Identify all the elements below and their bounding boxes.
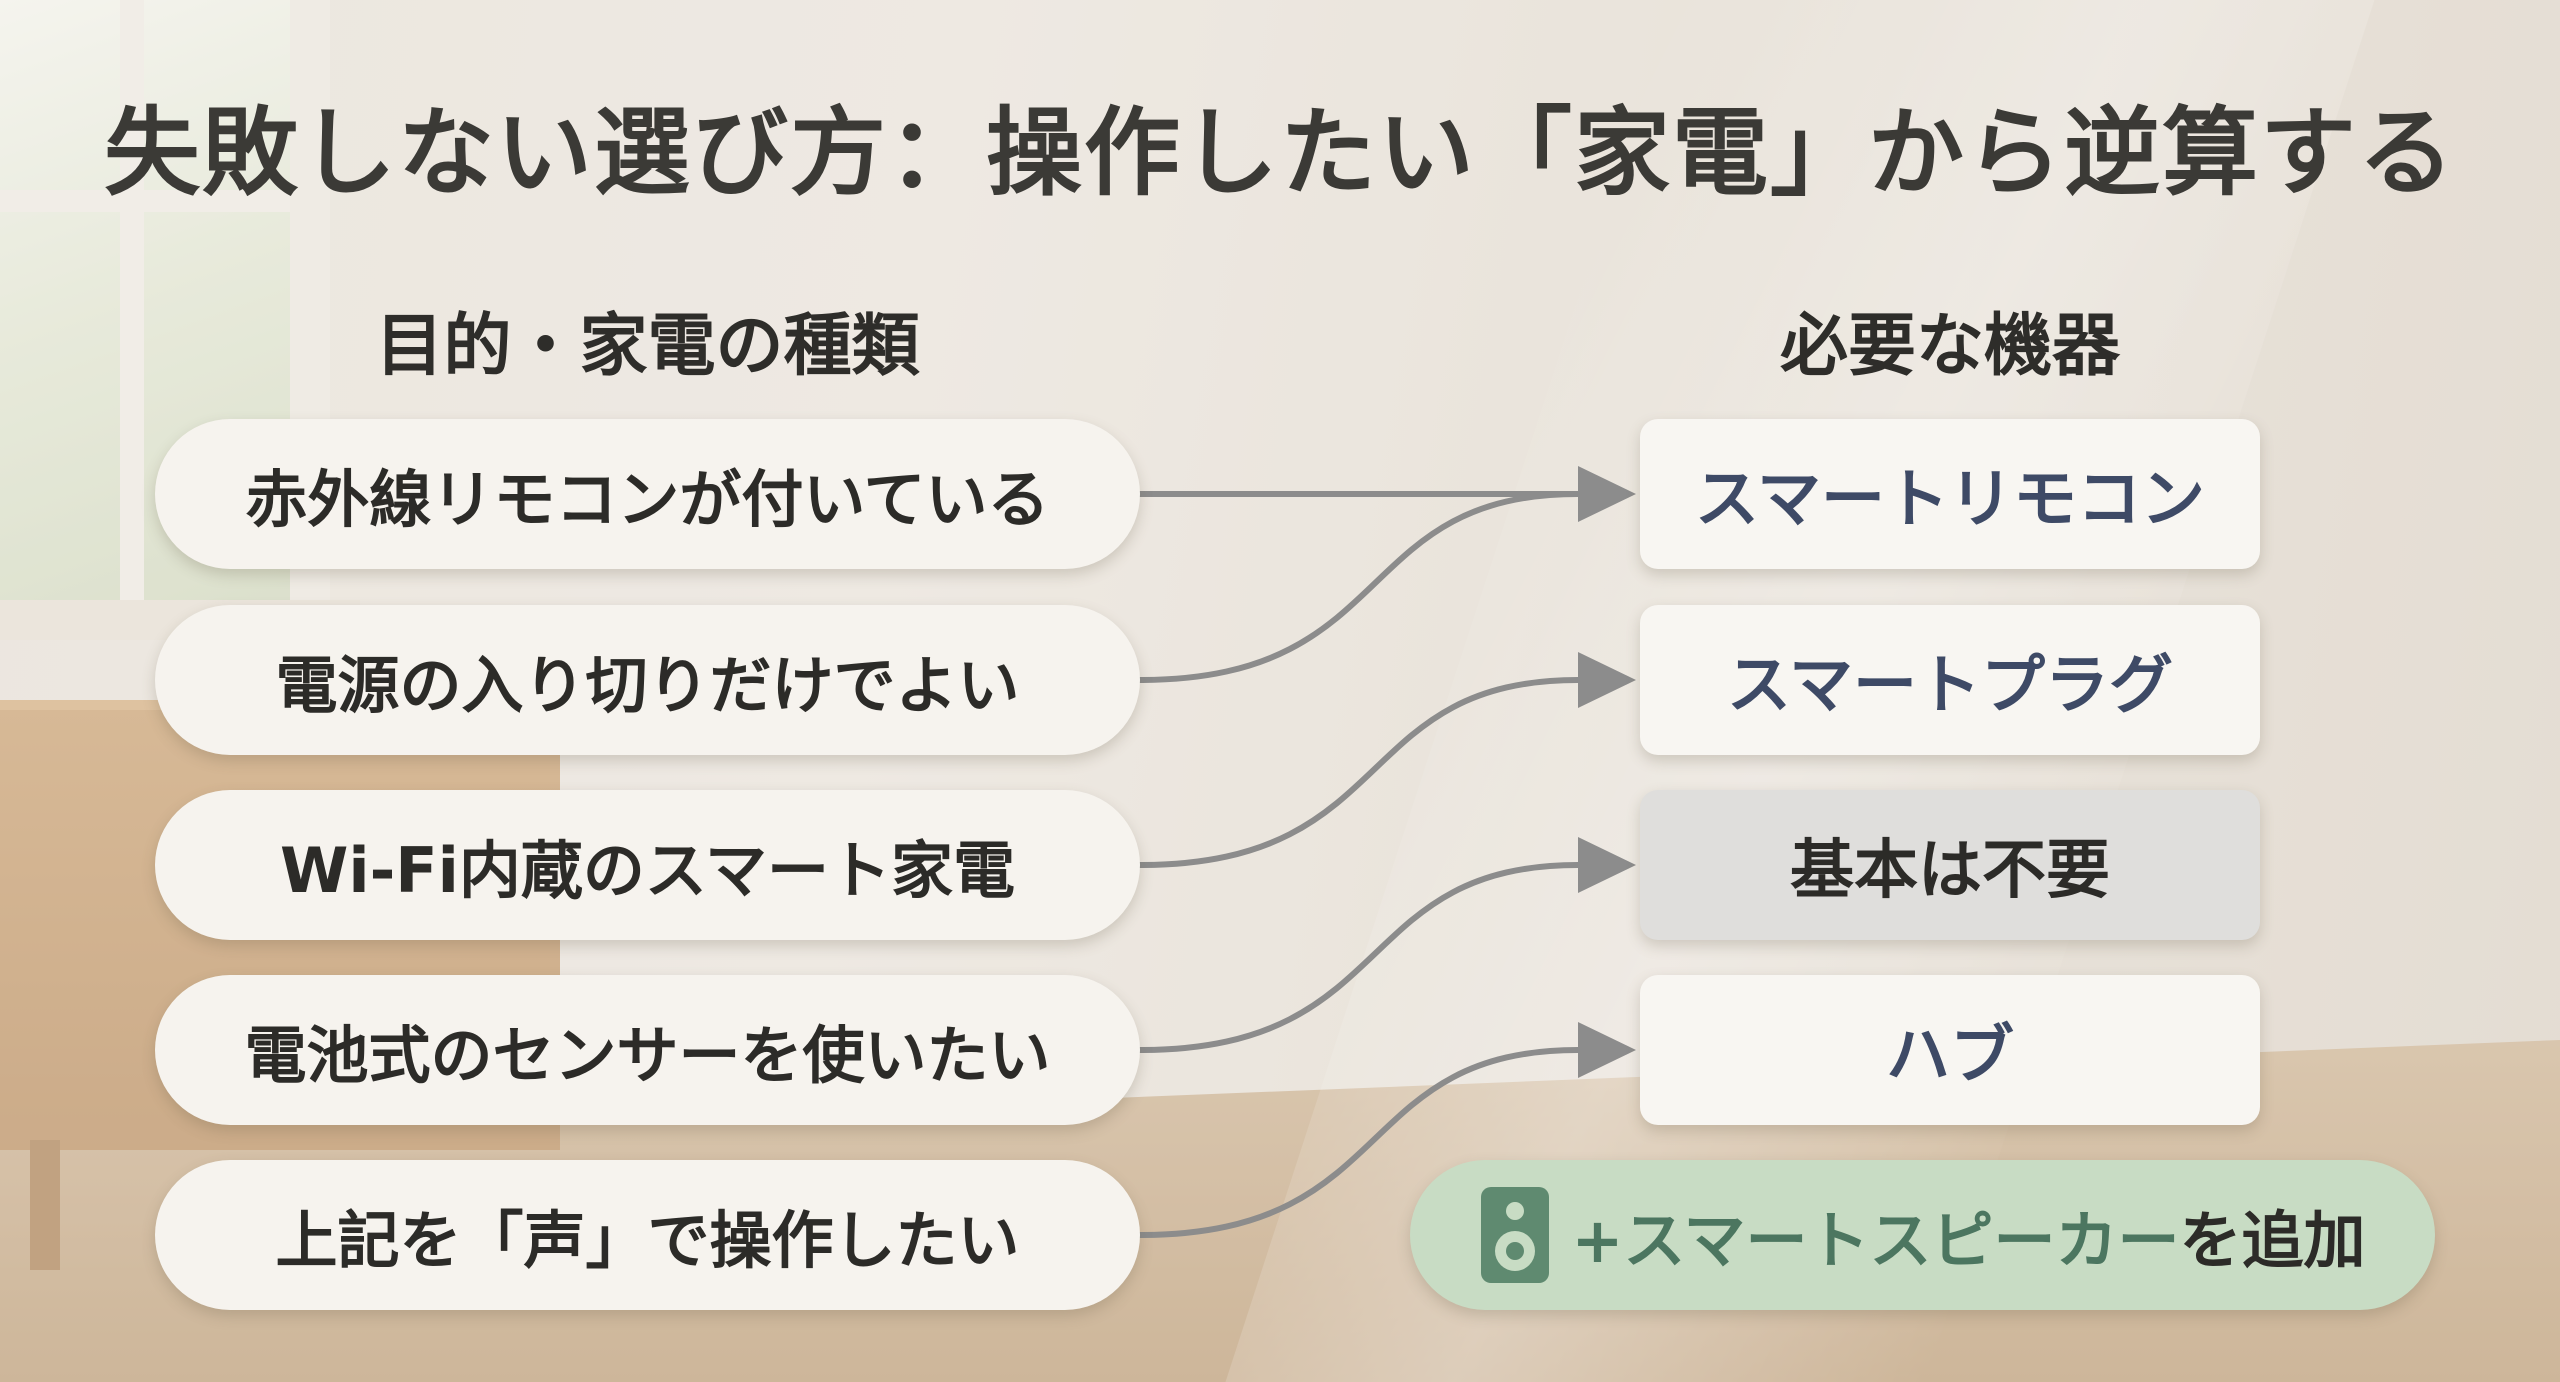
window-mullion [0, 190, 300, 212]
slide-title: 失敗しない選び方：操作したい「家電」から逆算する [104, 97, 2456, 209]
connector-2 [1137, 491, 1581, 683]
device-smart-remote: スマートリモコン [1640, 419, 2260, 569]
right-column-header: 必要な機器 [1779, 307, 2120, 386]
addon-label: +スマートスピーカーを追加 [1571, 1190, 2365, 1280]
purpose-item: 電源の入り切りだけでよい [155, 605, 1140, 755]
purpose-item: 赤外線リモコンが付いている [155, 419, 1140, 569]
purpose-item: Wi-Fi内蔵のスマート家電 [155, 790, 1140, 940]
device-not-needed: 基本は不要 [1640, 790, 2260, 940]
purpose-item: 電池式のセンサーを使いたい [155, 975, 1140, 1125]
left-column-header: 目的・家電の種類 [375, 307, 920, 386]
purpose-item: 上記を「声」で操作したい [155, 1160, 1140, 1310]
addon-suffix-text: を追加 [2179, 1204, 2366, 1277]
arrowhead-2 [1578, 652, 1636, 708]
cabinet-leg [30, 1140, 60, 1270]
arrowhead-3 [1578, 837, 1636, 893]
smart-speaker-addon: +スマートスピーカーを追加 [1410, 1160, 2435, 1310]
speaker-icon [1481, 1187, 1550, 1283]
device-hub: ハブ [1640, 975, 2260, 1125]
connector-5 [1137, 1047, 1581, 1238]
connector-3 [1137, 677, 1581, 868]
connector-4 [1137, 862, 1581, 1053]
arrowhead-1 [1578, 466, 1636, 522]
addon-plus-text: +スマートスピーカー [1571, 1204, 2180, 1277]
arrowhead-4 [1578, 1022, 1636, 1078]
window-mullion [120, 0, 144, 640]
device-smart-plug: スマートプラグ [1640, 605, 2260, 755]
